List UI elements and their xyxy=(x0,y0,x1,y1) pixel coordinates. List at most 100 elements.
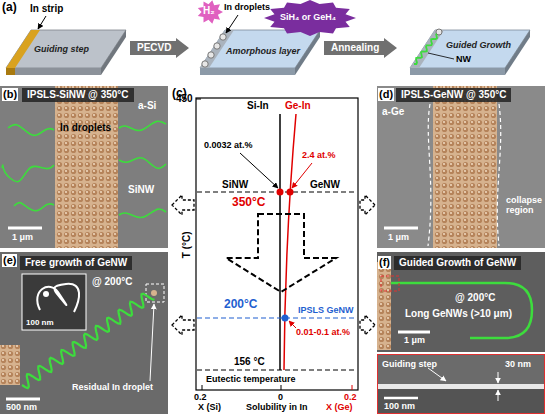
plasma-burst xyxy=(264,0,356,36)
pointer-arrows xyxy=(172,195,375,335)
axis-label: T (°C) xyxy=(180,232,192,259)
sem-image-b xyxy=(119,209,166,218)
sem-image-d xyxy=(428,104,431,246)
label: 200°C xyxy=(224,298,258,312)
slab-guiding-step xyxy=(6,68,101,75)
label: collapse region xyxy=(506,196,545,216)
slab-amorphous-layer xyxy=(226,15,238,33)
label: 2.4 at.% xyxy=(302,150,336,160)
label: 156 °C xyxy=(234,356,265,368)
label: In strip xyxy=(30,3,63,15)
arrow-shape xyxy=(324,38,397,58)
phase-diagram xyxy=(226,214,336,292)
phase-diagram xyxy=(196,98,358,390)
label: 1 μm xyxy=(12,232,33,242)
slab-guided-growth xyxy=(410,29,530,75)
sem-image-e xyxy=(6,398,40,401)
sem-image-b xyxy=(119,121,166,130)
label: Eutectic temperature xyxy=(206,374,296,384)
panel-title: Guided Growth of GeNW xyxy=(394,256,521,270)
node-text: Annealing xyxy=(331,42,379,53)
label: 0 xyxy=(278,392,283,402)
phase-diagram xyxy=(352,385,353,390)
sem-image-d xyxy=(384,227,418,230)
label: 100 nm xyxy=(384,401,415,411)
slab-guided-growth xyxy=(410,30,444,68)
sem-image-b xyxy=(2,121,166,217)
pointer-arrows xyxy=(172,195,194,215)
sem-image-b xyxy=(119,158,166,169)
sem-image-b xyxy=(8,227,42,230)
sem-image-f xyxy=(428,368,446,381)
label: GeNW xyxy=(310,179,340,191)
label: 1 μm xyxy=(404,335,425,345)
sem-image-b xyxy=(0,86,168,248)
label: In droplets xyxy=(224,2,270,12)
sem-image-f xyxy=(498,372,499,383)
sem-image-b xyxy=(8,125,54,136)
sem-image-d xyxy=(377,86,545,248)
nanowire xyxy=(22,294,155,388)
sem-image-e xyxy=(37,284,79,312)
phase-diagram xyxy=(202,385,203,390)
panel-title: Free growth of GeNW xyxy=(20,256,132,270)
label: a-Ge xyxy=(382,106,404,118)
label: Guiding step xyxy=(382,359,437,369)
arrow-shape xyxy=(130,38,189,58)
sem-image-e xyxy=(146,284,164,302)
sem-image-b xyxy=(14,203,54,211)
sem-image-f xyxy=(377,252,545,414)
label: X (Si) xyxy=(198,402,221,412)
label: SiH₄ or GeH₄ xyxy=(280,12,336,22)
phase-diagram xyxy=(284,114,296,370)
label: IPSLS GeNW xyxy=(298,305,354,315)
label: In droplets xyxy=(60,122,111,134)
slab-guiding-step xyxy=(6,16,126,75)
phase-diagram xyxy=(197,317,357,318)
label: Guided Growth xyxy=(446,40,511,50)
label: Si-In xyxy=(247,100,269,112)
sem-image-b xyxy=(55,86,118,248)
phase-diagram xyxy=(196,99,201,100)
process-arrow: PECVD xyxy=(130,38,188,58)
label: @ 200°C xyxy=(92,276,132,288)
node-text: Free growth of GeNW xyxy=(25,257,127,268)
slab-guided-growth xyxy=(428,53,454,59)
label: H₂ xyxy=(203,5,215,17)
sem-image-f xyxy=(377,389,545,414)
slab-amorphous-layer xyxy=(202,61,208,67)
phase-diagram xyxy=(292,163,312,188)
sem-image-f xyxy=(498,390,499,401)
label: 1 μm xyxy=(388,232,409,242)
label: Guiding step xyxy=(34,44,89,54)
sem-image-b xyxy=(2,165,54,182)
sem-image-f xyxy=(384,397,418,400)
phase-diagram xyxy=(197,369,357,370)
sem-image-f xyxy=(381,276,399,291)
label: 0.2 xyxy=(194,392,207,402)
slab-guiding-step xyxy=(38,16,46,29)
slab-amorphous-layer xyxy=(200,68,295,75)
label: NW xyxy=(456,54,471,64)
sem-image-f xyxy=(377,252,545,352)
phase-diagram xyxy=(289,321,296,328)
label: 30 nm xyxy=(505,359,531,369)
sem-image-f xyxy=(377,384,545,389)
slab-guiding-step xyxy=(101,30,126,75)
label: SiNW xyxy=(128,184,154,196)
pointer-arrows xyxy=(360,315,375,335)
label: SiNW xyxy=(222,179,248,191)
label: Amorphous layer xyxy=(226,46,300,56)
pointer-arrows xyxy=(360,195,375,215)
label: @ 200°C xyxy=(455,292,495,304)
sem-image-f xyxy=(378,355,545,414)
label: X (Ge) xyxy=(326,402,353,412)
sem-image-f xyxy=(398,331,430,334)
label: Ge-In xyxy=(285,100,311,112)
label: a-Si xyxy=(138,100,156,112)
process-arrow: Annealing xyxy=(324,38,396,58)
phase-diagram xyxy=(196,98,358,390)
node-text: PECVD xyxy=(137,42,171,53)
label: (a) xyxy=(2,1,17,15)
